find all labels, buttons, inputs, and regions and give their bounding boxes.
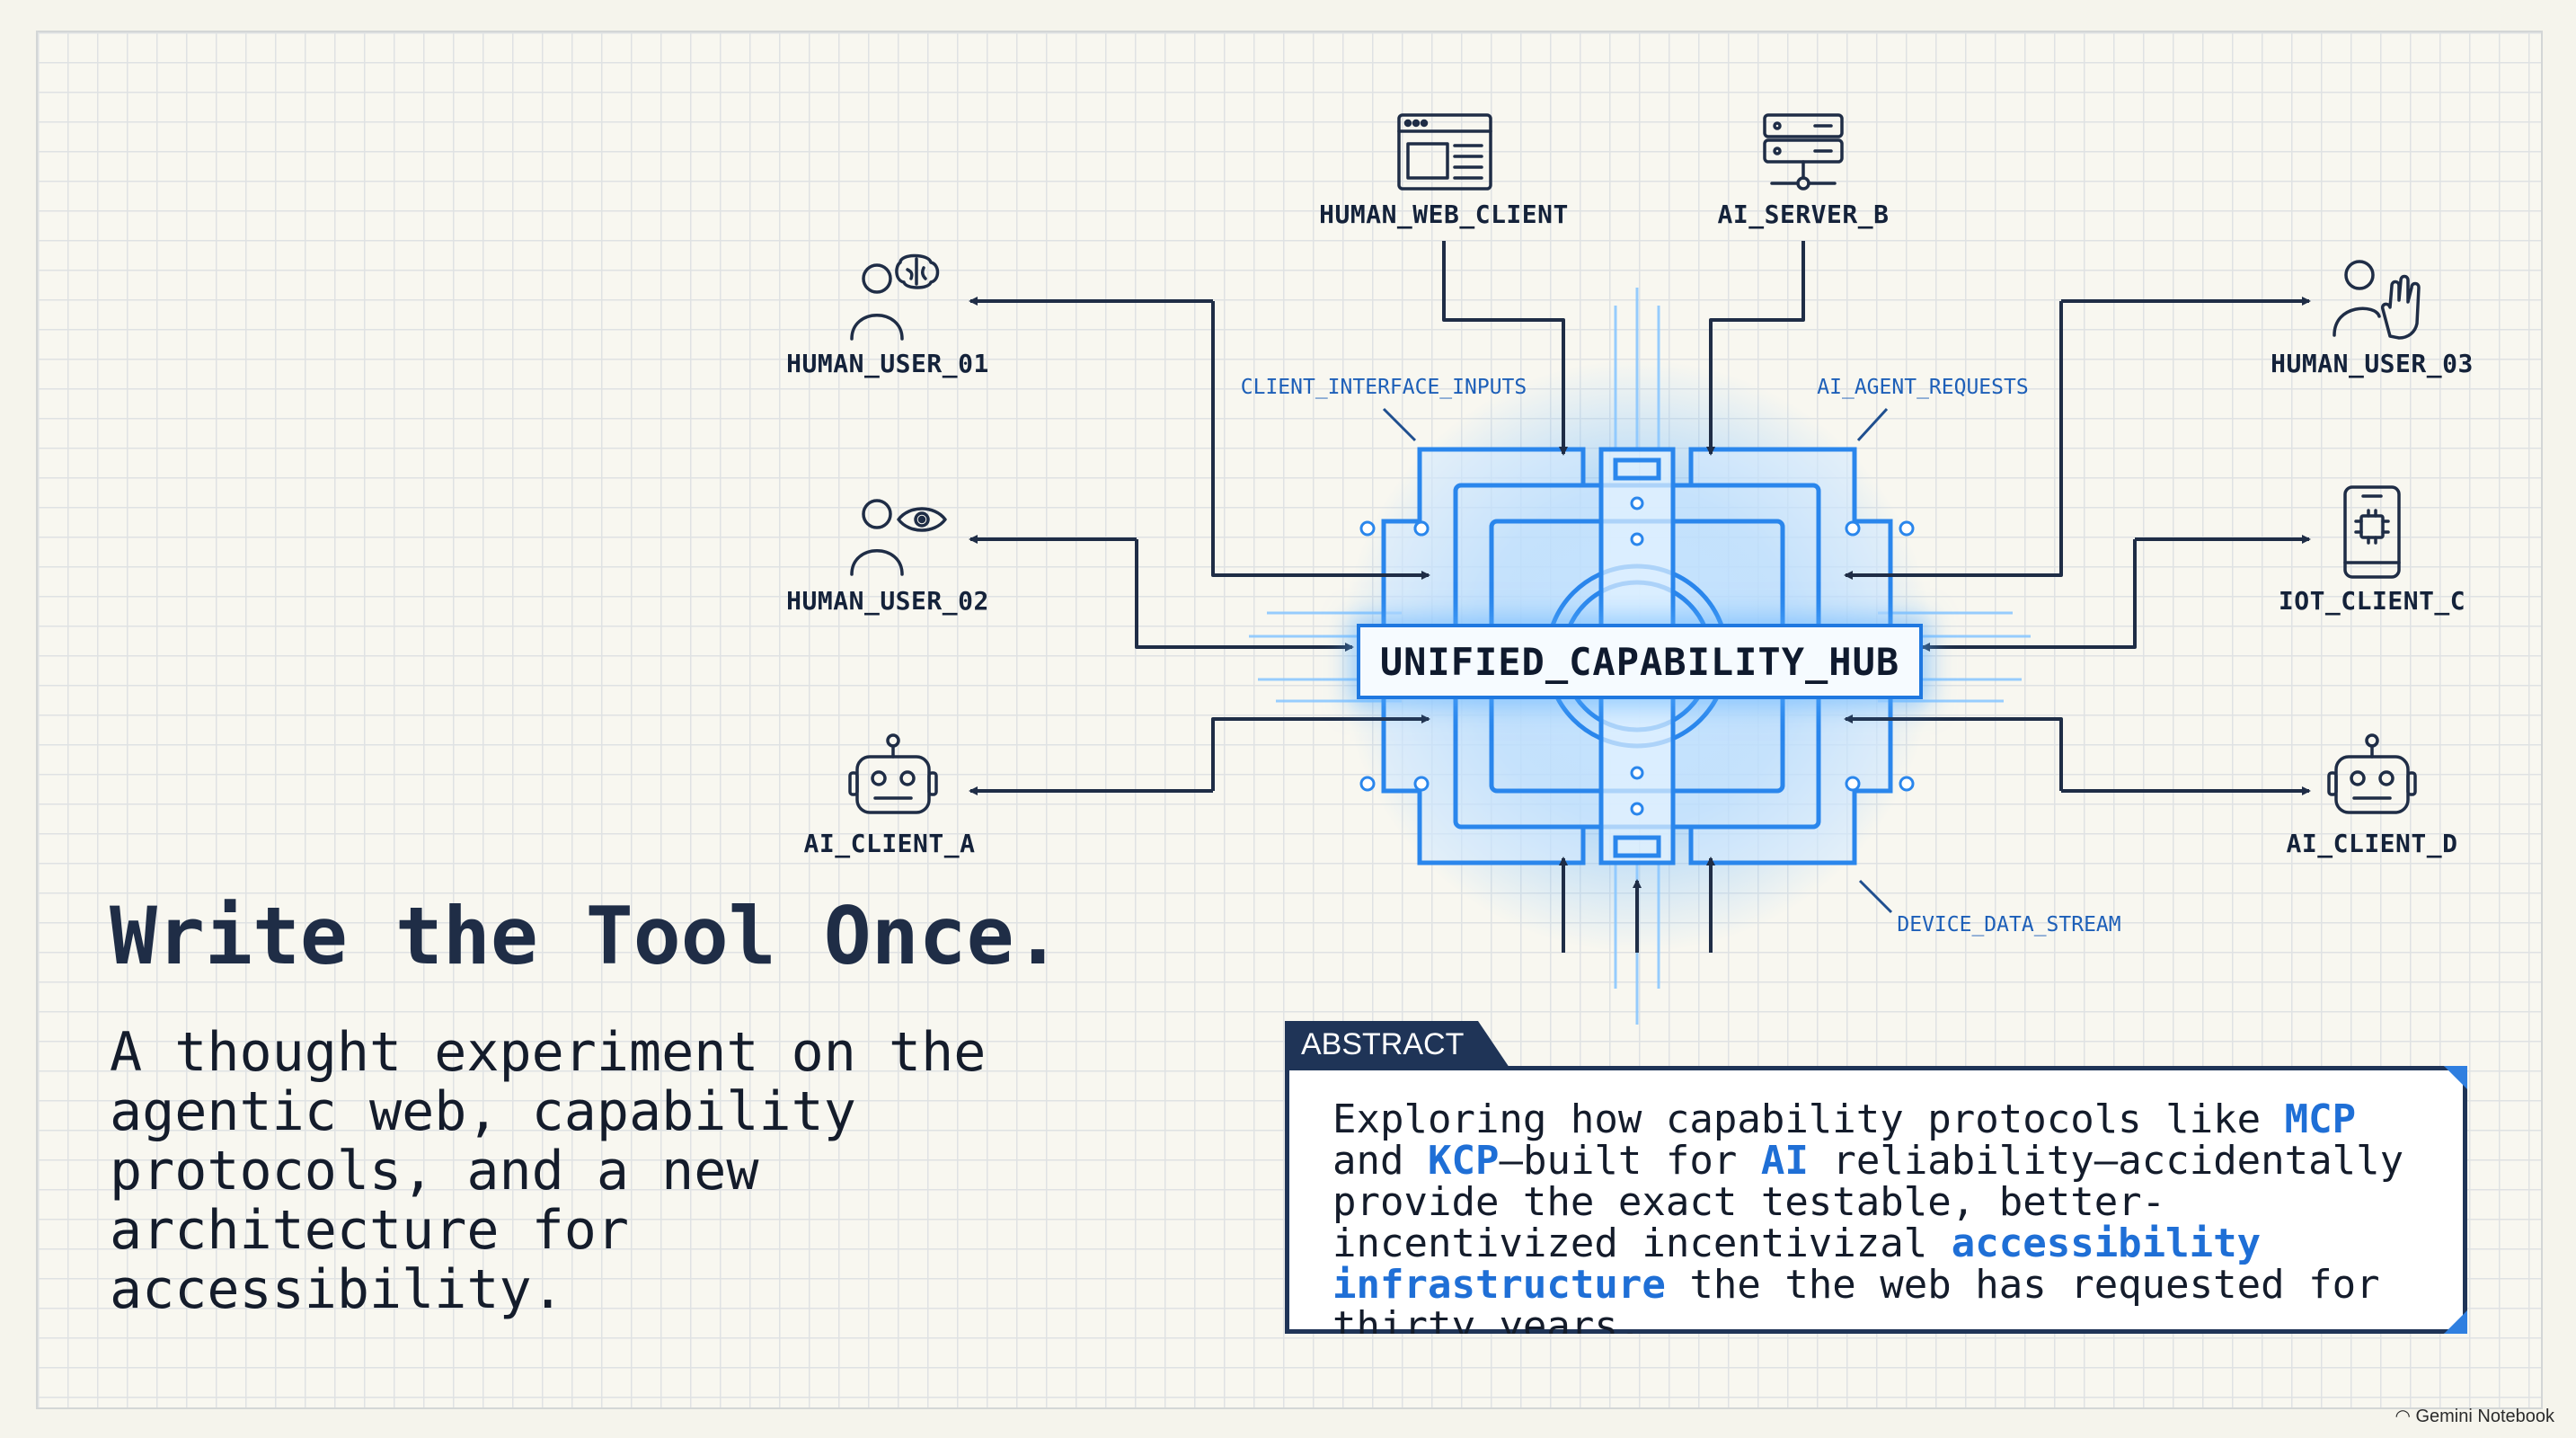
server-stack-icon: [1763, 113, 1844, 191]
node-label-ai-client-a: AI_CLIENT_A: [803, 829, 976, 858]
connector-ai-client-a-out: [1211, 715, 1430, 791]
notebook-logo-icon: ◠: [2395, 1407, 2416, 1426]
watermark-text: Gemini Notebook: [2415, 1407, 2554, 1426]
connector-human-user-02-out: [1135, 539, 1354, 652]
abstract-term-kcp: KCP: [1427, 1138, 1500, 1184]
abstract-text-after-mcp: and: [1332, 1138, 1404, 1184]
abstract-box: Exploring how capability protocols like …: [1285, 1066, 2467, 1334]
stream-label-device-data-stream: DEVICE_DATA_STREAM: [1897, 913, 2121, 936]
abstract-tab: ABSTRACT: [1285, 1021, 1509, 1068]
connectors: [969, 241, 2311, 953]
person-eye-icon: [850, 499, 947, 576]
node-label-human-web-client: HUMAN_WEB_CLIENT: [1319, 200, 1569, 229]
stream-leaders: [1382, 407, 1893, 914]
abstract-text-after-ai: reliability—accidentally provide the exa…: [1332, 1138, 2404, 1266]
abstract-term-accessibility-infrastructure: accessibility infrastructure: [1332, 1221, 2262, 1308]
node-label-human-user-02: HUMAN_USER_02: [786, 586, 989, 616]
abstract-term-ai: AI: [1760, 1138, 1809, 1184]
abstract-text-after-kcp: —built for: [1499, 1138, 1761, 1184]
robot-icon: [2327, 733, 2417, 814]
node-label-human-user-03: HUMAN_USER_03: [2271, 349, 2474, 378]
stream-label-ai-agent-requests: AI_AGENT_REQUESTS: [1817, 376, 2029, 399]
connector-human-web-client: [1442, 241, 1568, 456]
abstract-term-mcp: MCP: [2284, 1096, 2357, 1142]
hub-label: UNIFIED_CAPABILITY_HUB: [1357, 624, 1923, 699]
connector-human-user-01-out: [1211, 301, 1430, 580]
headline: Write the Tool Once.: [110, 890, 1062, 982]
connector-ai-server-b: [1706, 241, 1805, 456]
robot-icon: [848, 733, 938, 814]
abstract-text-before-mcp: Exploring how capability protocols like: [1332, 1096, 2285, 1142]
node-label-ai-server-b: AI_SERVER_B: [1717, 200, 1890, 229]
connector-ai-client-d-in: [1844, 715, 2063, 791]
browser-window-icon: [1397, 113, 1492, 191]
person-brain-icon: [850, 253, 940, 341]
node-label-ai-client-d: AI_CLIENT_D: [2286, 829, 2458, 858]
stream-label-client-interface-inputs: CLIENT_INTERFACE_INPUTS: [1240, 376, 1527, 399]
node-label-human-user-01: HUMAN_USER_01: [786, 349, 989, 378]
subline: A thought experiment on the agentic web,…: [110, 1021, 987, 1321]
person-hand-icon: [2333, 260, 2421, 340]
iot-device-icon: [2343, 485, 2401, 579]
connector-human-user-03-in: [1844, 301, 2063, 580]
node-label-iot-client-c: IOT_CLIENT_C: [2278, 586, 2466, 616]
abstract-text-end: the the web has requested for thirty yea…: [1332, 1262, 2380, 1349]
connector-iot-client-c-in: [1921, 539, 2137, 652]
watermark: ◠ Gemini Notebook: [2395, 1405, 2554, 1427]
